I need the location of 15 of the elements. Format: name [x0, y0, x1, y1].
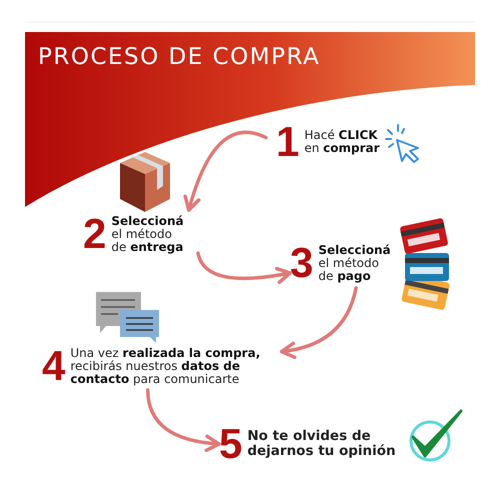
step-number: 3 [290, 243, 314, 283]
step-text: Hacé CLICK en comprar [304, 129, 381, 155]
step-text: Seleccioná el método de pago [318, 244, 392, 282]
step-text: No te olvides de dejarnos tu opinión [247, 429, 397, 459]
title: PROCESO DE COMPRA [38, 44, 320, 70]
curved-arrow [146, 388, 221, 452]
curved-arrow [280, 286, 358, 359]
step-number: 1 [276, 122, 300, 162]
step-number: 4 [42, 346, 66, 386]
step-text: Seleccioná el método de entrega [111, 214, 185, 254]
curved-arrow [196, 251, 292, 284]
step-number: 5 [219, 424, 242, 464]
step-text: Una vez realizada la compra, recibirás nuestros datos de contacto para comunicarte [70, 346, 262, 386]
step-number: 2 [83, 214, 106, 254]
curved-arrow [184, 130, 268, 212]
